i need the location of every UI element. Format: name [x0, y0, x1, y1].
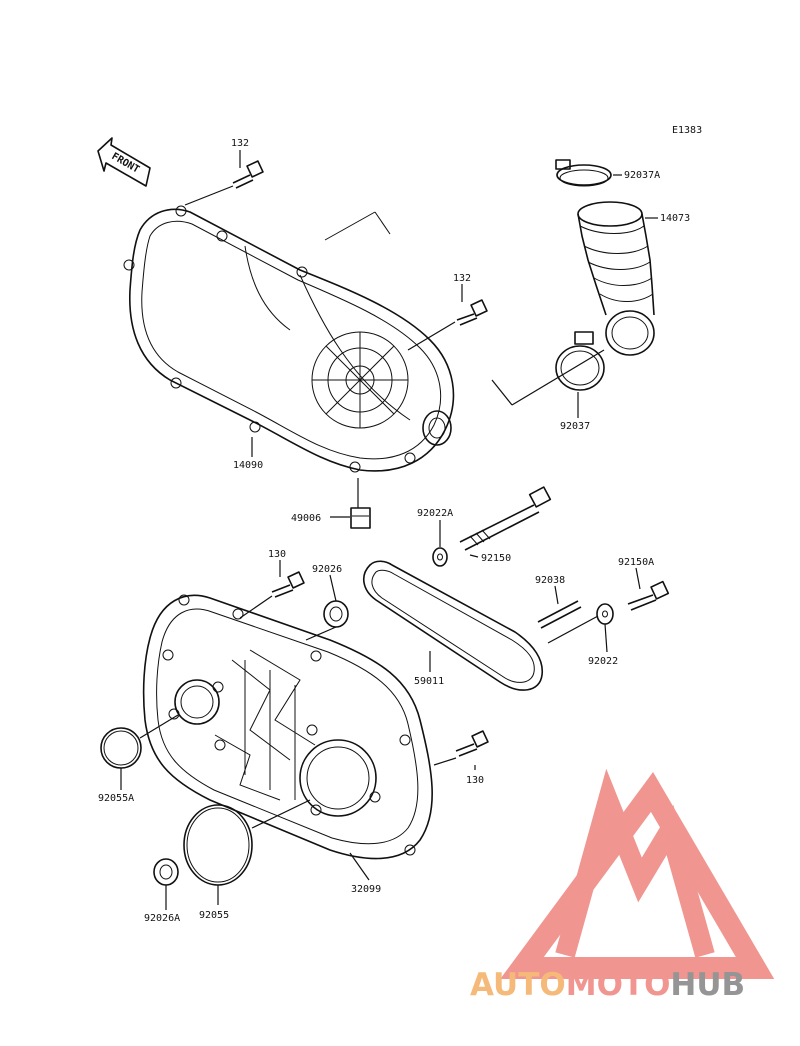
watermark-moto: MOTO [566, 967, 671, 1003]
washer-92026-icon [323, 600, 349, 628]
label-bolt-132-mid: 132 [453, 273, 471, 284]
label-clamp-92037A: 92037A [624, 170, 660, 181]
label-duct-14073: 14073 [660, 213, 690, 224]
duct-14073-icon [577, 201, 655, 356]
label-pin-92038: 92038 [535, 575, 565, 586]
label-bolt-130-left: 130 [268, 549, 286, 560]
watermark-m-icon [555, 768, 715, 958]
outer-cover-14090 [123, 205, 455, 473]
bolt-130-right-icon [455, 730, 489, 757]
front-arrow-icon: FRONT [97, 137, 151, 187]
bolt-130-left-icon [271, 571, 305, 598]
leader-lines [120, 150, 658, 910]
bolt-132-mid-icon [456, 299, 488, 326]
label-seal-92026A: 92026A [144, 913, 180, 924]
label-oring-92055A: 92055A [98, 793, 134, 804]
front-label: FRONT [110, 151, 142, 176]
bolt-92150-icon [459, 486, 552, 551]
svg-text:AUTOMOTOHUB: AUTOMOTOHUB [470, 967, 745, 1003]
label-washer-92022: 92022 [588, 656, 618, 667]
drive-belt-59011-icon [363, 560, 543, 691]
label-bolt-92150: 92150 [481, 553, 511, 564]
watermark-hub: HUB [670, 967, 745, 1003]
washer-92022-icon [596, 603, 614, 625]
label-washer-92022A: 92022A [417, 508, 453, 519]
oring-92055-icon [183, 804, 253, 886]
bolt-92150A-icon [627, 580, 670, 611]
clamp-92037-icon [555, 331, 605, 391]
bolt-132-top-icon [232, 160, 264, 189]
pin-92038-icon [537, 600, 582, 629]
seal-92026A-icon [153, 858, 179, 886]
label-cover-32099: 32099 [351, 884, 381, 895]
part-labels: 132 92037A 14073 132 92037 14090 49006 9… [98, 138, 690, 924]
label-washer-92026: 92026 [312, 564, 342, 575]
oring-92055A-icon [100, 727, 142, 769]
clamp-92037A-icon [555, 159, 612, 187]
washer-92022A-icon [432, 547, 448, 567]
watermark-logo: AUTOMOTOHUB [470, 768, 775, 1003]
label-cover-14090: 14090 [233, 460, 263, 471]
label-bolt-130-right: 130 [466, 775, 484, 786]
diagram-code: E1383 [672, 125, 702, 136]
drain-plug-49006-icon [350, 507, 371, 529]
inner-cover-32099-icon [142, 594, 433, 860]
label-belt-59011: 59011 [414, 676, 444, 687]
label-bolt-92150A: 92150A [618, 557, 654, 568]
label-drain-49006: 49006 [291, 513, 321, 524]
label-oring-92055: 92055 [199, 910, 229, 921]
watermark-auto: AUTO [470, 967, 566, 1003]
label-bolt-132-top: 132 [231, 138, 249, 149]
label-clamp-92037: 92037 [560, 421, 590, 432]
